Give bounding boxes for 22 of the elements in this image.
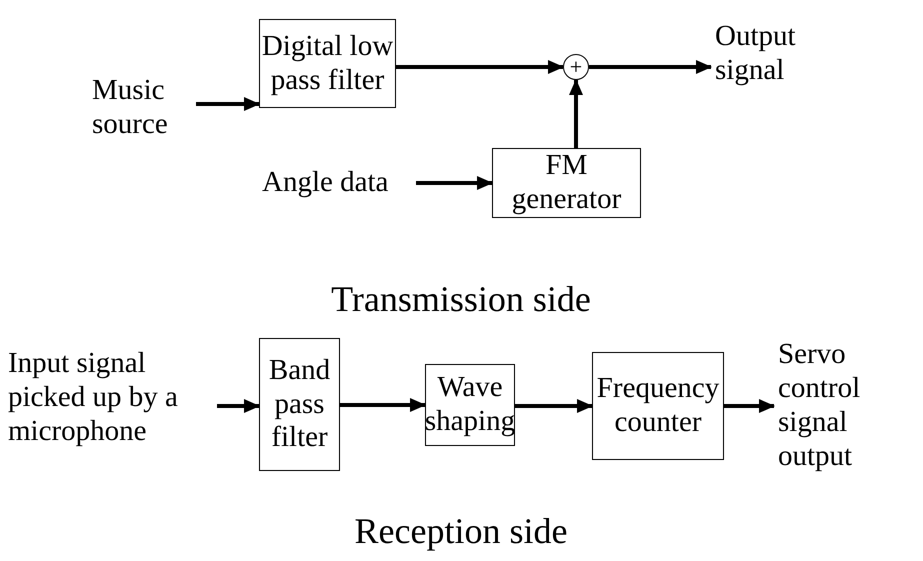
arrow [724,399,775,413]
signal-label: Output signal [715,20,796,86]
arrow [196,97,260,111]
signal-label: Angle data [262,166,388,198]
signal-label: Music source [92,74,168,140]
signal-label: Servo control signal output [778,338,860,472]
process-box: FM generator [492,148,641,218]
process-box: Wave shaping [425,364,515,446]
process-box: Frequency counter [592,352,724,460]
summing-junction: + [563,54,589,80]
section-caption: Transmission side [331,278,591,320]
process-box: Band pass filter [259,338,340,471]
arrow [515,399,593,413]
signal-label: Input signal picked up by a microphone [8,347,178,447]
arrow [340,398,426,412]
process-box: Digital low pass filter [259,19,396,108]
arrow [217,399,260,413]
arrow [569,79,583,148]
section-caption: Reception side [354,510,568,552]
arrow [416,176,493,190]
arrow [396,60,564,74]
arrow [589,60,712,74]
